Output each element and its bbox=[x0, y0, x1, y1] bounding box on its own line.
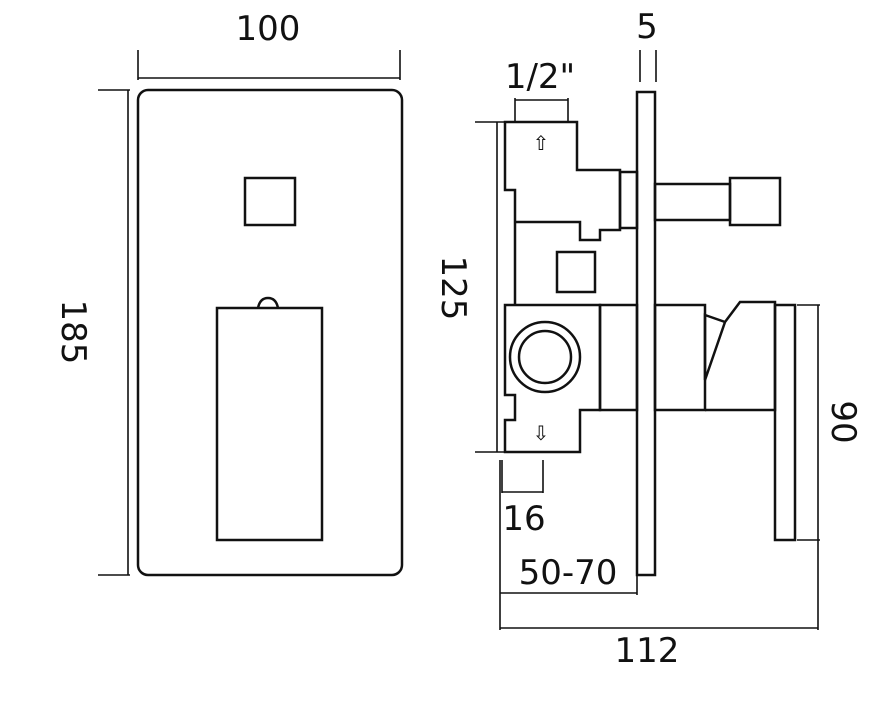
handle-height-dimension bbox=[797, 304, 820, 541]
flow-arrow-down-icon: ⇩ bbox=[533, 421, 550, 445]
valve-body bbox=[503, 120, 622, 454]
front-view: 100 185 bbox=[53, 9, 404, 577]
outlet-port-inner bbox=[517, 329, 573, 385]
offset-dimension bbox=[501, 460, 544, 493]
height-dimension-line bbox=[98, 89, 130, 576]
overall-depth-dimension bbox=[500, 540, 819, 630]
handle-height-label: 90 bbox=[823, 400, 863, 443]
height-label: 185 bbox=[53, 300, 93, 365]
plate-thickness-dimension bbox=[639, 50, 657, 82]
handle-grip bbox=[773, 303, 797, 542]
diverter-knob-side bbox=[728, 176, 782, 227]
mixer-lever bbox=[215, 306, 324, 542]
lever-pivot bbox=[256, 296, 280, 309]
side-plate bbox=[635, 90, 657, 577]
thread-label: 1/2" bbox=[505, 57, 575, 97]
diverter-stem bbox=[653, 182, 732, 222]
body-height-dimension bbox=[475, 121, 505, 453]
front-plate bbox=[136, 88, 404, 577]
width-dimension-line bbox=[137, 50, 401, 80]
body-height-label: 125 bbox=[433, 256, 473, 321]
thread-dimension bbox=[514, 98, 569, 122]
outlet-port bbox=[508, 320, 582, 394]
side-view: 5 ⇧ ⇩ 1/2" 125 16 50-70 112 90 bbox=[433, 7, 863, 671]
width-label: 100 bbox=[236, 9, 301, 49]
depth-range-dimension bbox=[499, 460, 638, 630]
handle-lever-side bbox=[703, 300, 777, 412]
mixer-body bbox=[598, 303, 639, 412]
offset-label: 16 bbox=[502, 499, 545, 539]
flow-arrow-up-icon: ⇧ bbox=[533, 131, 550, 155]
plate-thickness-label: 5 bbox=[636, 7, 658, 47]
overall-depth-label: 112 bbox=[615, 631, 680, 671]
cartridge-block bbox=[555, 250, 597, 294]
handle-hub bbox=[653, 303, 707, 412]
body-collar bbox=[618, 170, 639, 230]
depth-range-label: 50-70 bbox=[519, 553, 618, 593]
diverter-knob bbox=[243, 176, 297, 227]
